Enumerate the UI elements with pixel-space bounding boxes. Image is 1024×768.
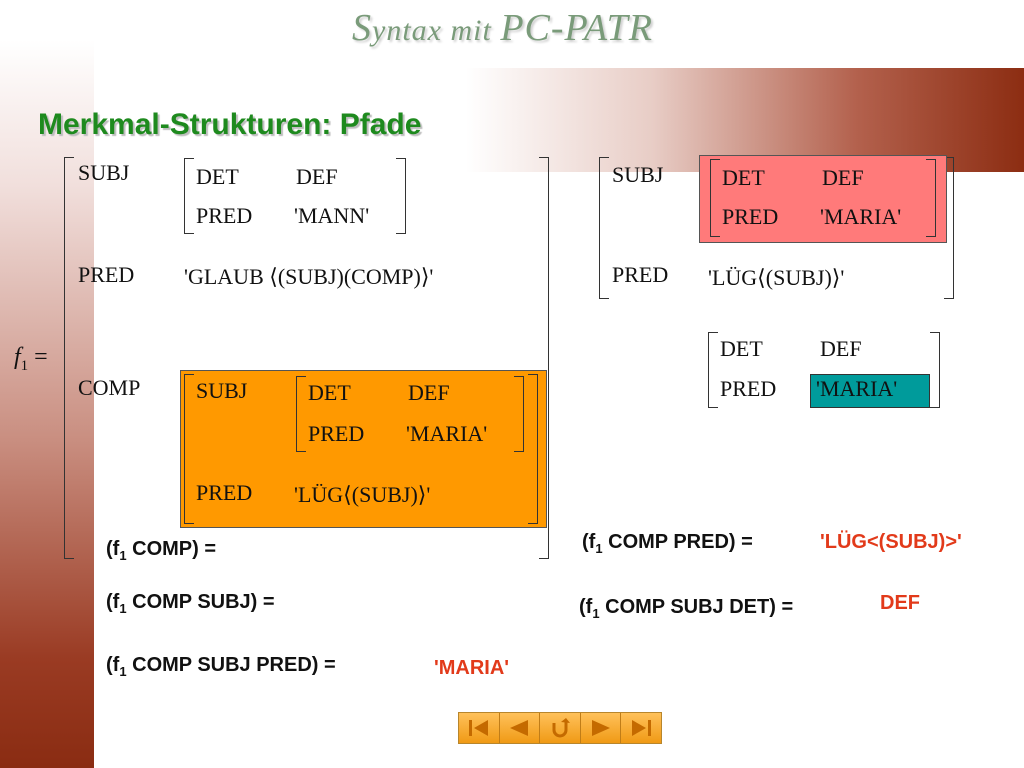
- right-subj-bracket-right: [926, 159, 936, 237]
- previous-slide-button[interactable]: [499, 713, 541, 743]
- right-maria-value: 'MARIA': [820, 204, 902, 229]
- skip-back-icon: [468, 720, 488, 736]
- left-pred-label: PRED: [78, 262, 135, 287]
- left-subj-bracket-right: [396, 158, 406, 234]
- top-gradient-band: [94, 68, 1024, 172]
- comp-det-label: DET: [308, 380, 351, 405]
- comp-orange-box: [180, 370, 547, 528]
- right-matrix-bracket-left: [599, 157, 609, 299]
- equation-comp: (f1 COMP) =: [106, 538, 217, 563]
- skip-forward-icon: [632, 720, 652, 736]
- small-matrix-bracket-left: [708, 332, 718, 408]
- right-subj-bracket-left: [710, 159, 720, 237]
- small-maria-teal-box: [810, 374, 930, 408]
- right-matrix-bracket-right: [944, 157, 954, 299]
- answer-comp-subj-pred: 'MARIA': [434, 657, 510, 679]
- return-arrow-icon: [552, 718, 570, 738]
- left-matrix-bracket-right: [539, 157, 549, 559]
- comp-maria-value: 'MARIA': [406, 421, 488, 446]
- comp-subj-bracket-left: [296, 376, 306, 452]
- comp-bracket-left: [184, 374, 194, 524]
- right-det-label: DET: [722, 165, 765, 190]
- comp-def-value: DEF: [408, 380, 450, 405]
- left-subj-bracket-left: [184, 158, 194, 234]
- comp-pred-label: PRED: [196, 480, 253, 505]
- right-pred1-label: PRED: [722, 204, 779, 229]
- left-mann-value: 'MANN': [294, 203, 370, 228]
- small-pred-label: PRED: [720, 376, 777, 401]
- equation-comp-pred: (f1 COMP PRED) =: [582, 531, 753, 556]
- equation-comp-subj: (f1 COMP SUBJ) =: [106, 591, 275, 616]
- comp-bracket-right: [528, 374, 538, 524]
- small-maria-value: 'MARIA': [816, 376, 898, 401]
- left-subj-label: SUBJ: [78, 160, 130, 185]
- triangle-right-icon: [591, 720, 610, 736]
- first-slide-button[interactable]: [459, 713, 500, 743]
- left-comp-label: COMP: [78, 375, 141, 400]
- f1-label: f1 =: [14, 344, 48, 374]
- comp-subj-label: SUBJ: [196, 378, 248, 403]
- right-lug-value: 'LÜG⟨(SUBJ)⟩': [708, 265, 845, 290]
- right-pred-label: PRED: [612, 262, 669, 287]
- left-pred1-label: PRED: [196, 203, 253, 228]
- slide-navigation-bar: [458, 712, 662, 744]
- small-matrix-bracket-right: [930, 332, 940, 408]
- triangle-left-icon: [510, 720, 529, 736]
- equation-comp-subj-pred: (f1 COMP SUBJ PRED) =: [106, 654, 336, 679]
- answer-comp-pred: 'LÜG<(SUBJ)>': [820, 531, 962, 553]
- comp-lug-value: 'LÜG⟨(SUBJ)⟩': [294, 482, 431, 507]
- next-slide-button[interactable]: [580, 713, 622, 743]
- small-det-label: DET: [720, 336, 763, 361]
- left-det-label: DET: [196, 164, 239, 189]
- left-gradient-band: [0, 40, 94, 768]
- left-matrix-bracket-left: [64, 157, 74, 559]
- comp-subj-bracket-right: [514, 376, 524, 452]
- header-title: Syntax mit PC-PATR: [352, 7, 653, 49]
- comp-pred1-label: PRED: [308, 421, 365, 446]
- last-slide-button[interactable]: [621, 713, 661, 743]
- right-subj-red-box: [699, 155, 947, 243]
- left-def-value: DEF: [296, 164, 338, 189]
- equation-comp-subj-det: (f1 COMP SUBJ DET) =: [579, 596, 794, 621]
- slide-title: Merkmal-Strukturen: Pfade: [38, 108, 422, 141]
- right-subj-label: SUBJ: [612, 162, 664, 187]
- small-def-value: DEF: [820, 336, 862, 361]
- return-button[interactable]: [540, 713, 581, 743]
- right-def-value: DEF: [822, 165, 864, 190]
- left-glaub-value: 'GLAUB ⟨(SUBJ)(COMP)⟩': [184, 264, 434, 289]
- answer-comp-subj-det: DEF: [880, 592, 920, 614]
